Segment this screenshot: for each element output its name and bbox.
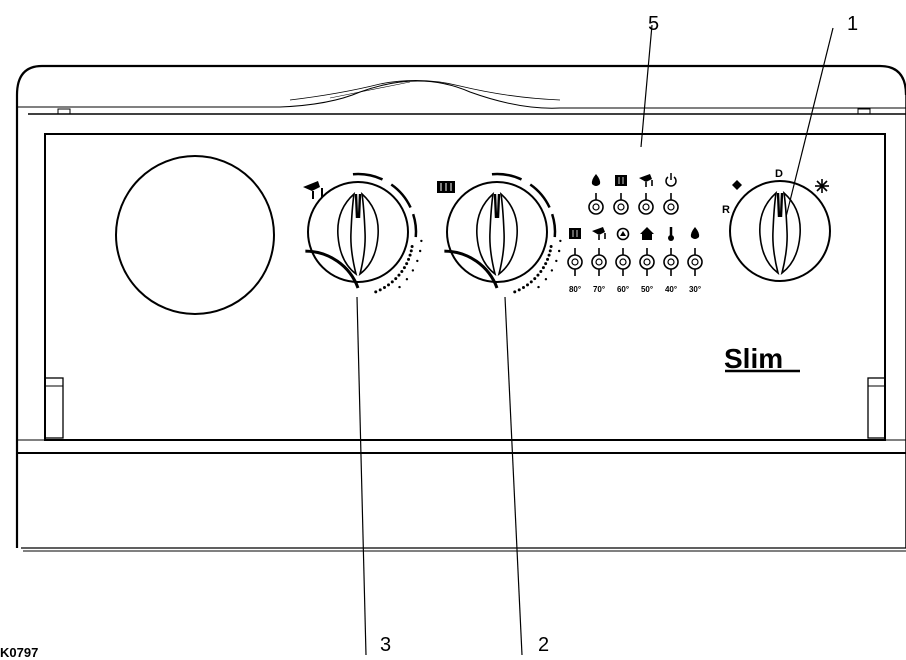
scale-dot (411, 269, 415, 272)
scale-dot (420, 239, 423, 243)
radiator-icon (569, 228, 581, 239)
scale-dot (410, 244, 414, 248)
scale-arc-segment (411, 213, 418, 238)
callout-5: 5 (648, 13, 660, 35)
scale-dot (416, 259, 419, 263)
scale-dot (541, 266, 545, 270)
radiator-icon (437, 181, 455, 193)
house-icon (640, 227, 654, 240)
scale-dot (533, 277, 537, 281)
flame-icon (732, 180, 742, 190)
scale-dot (405, 278, 409, 281)
flame-icon (591, 174, 601, 186)
scale-dot (557, 249, 561, 253)
status-led (613, 193, 629, 215)
dhw-scale-dots (374, 239, 423, 294)
scale-dot (400, 269, 404, 273)
temperature-label: 50° (641, 285, 653, 294)
boiler-casing (15, 64, 906, 552)
dhw-knob-grip (337, 191, 379, 276)
callout-2: 2 (538, 634, 550, 656)
scale-arc-segment (352, 172, 384, 181)
scale-dot (382, 286, 386, 290)
scale-dot (539, 269, 543, 273)
scale-dot (559, 239, 562, 243)
scale-dot (547, 253, 551, 257)
scale-arc-segment (390, 183, 412, 209)
scale-dot (529, 280, 533, 284)
scale-dot (394, 277, 398, 281)
tap-icon (639, 174, 653, 187)
scale-dot (536, 273, 540, 277)
scale-dot (550, 269, 554, 272)
temperature-led (663, 248, 679, 276)
scale-dot (517, 288, 521, 292)
pump-icon (616, 227, 630, 241)
snowflake-icon (815, 179, 829, 193)
flame-icon (690, 227, 700, 239)
scale-dot (549, 244, 553, 248)
temperature-led (639, 248, 655, 276)
scale-dot (378, 288, 382, 292)
scale-dot (513, 290, 517, 294)
temperature-label: 40° (665, 285, 677, 294)
scale-dot (374, 290, 378, 294)
temperature-label: 80° (569, 285, 581, 294)
scale-dot (397, 273, 401, 277)
scale-dot (387, 283, 390, 287)
temperature-label: 60° (617, 285, 629, 294)
scale-dot (398, 285, 401, 289)
mode-label-r: R (722, 204, 730, 216)
scale-dot (407, 257, 411, 261)
temperature-led (687, 248, 703, 276)
temperature-label: 70° (593, 285, 605, 294)
callout-3: 3 (380, 634, 392, 656)
scale-dot (537, 285, 540, 289)
temperature-led (567, 248, 583, 276)
temperature-led-row: 80° 70° 60° 50° 40° 30° (567, 227, 703, 294)
scale-arc-segment (491, 172, 523, 181)
scale-dot (521, 286, 525, 290)
status-led (638, 193, 654, 215)
scale-dot (408, 253, 412, 257)
scale-dot (548, 249, 552, 253)
scale-arc-segment (550, 213, 557, 238)
callout-leaders (356, 24, 834, 656)
status-led (588, 193, 604, 215)
central-heating-knob[interactable] (437, 172, 562, 294)
scale-dot (544, 278, 548, 281)
tap-icon (303, 181, 323, 199)
scale-dot (390, 280, 394, 284)
radiator-icon (615, 175, 627, 186)
scale-dot (555, 259, 558, 263)
mode-selector-knob[interactable]: D R (722, 168, 831, 282)
scale-dot (418, 249, 422, 253)
temperature-led (615, 248, 631, 276)
temperature-label: 30° (689, 285, 701, 294)
figure-code: K0797 (0, 645, 39, 660)
front-panel (17, 133, 906, 454)
scale-dot (409, 249, 413, 253)
scale-dot (405, 262, 409, 266)
scale-dot (526, 283, 529, 287)
thermometer-icon (668, 227, 674, 241)
scale-dot (402, 266, 406, 270)
callout-1: 1 (847, 13, 859, 35)
mode-knob-grip (759, 190, 801, 275)
tap-icon (592, 227, 606, 240)
scale-dot (544, 262, 548, 266)
scale-dot (546, 257, 550, 261)
domestic-hot-water-knob[interactable] (303, 172, 423, 294)
scale-arc-segment (529, 183, 551, 209)
brand-logo: Slim (724, 343, 783, 374)
status-led-row (588, 173, 679, 215)
power-icon (665, 173, 677, 187)
status-led (663, 193, 679, 215)
mode-label-d: D (775, 168, 783, 180)
heating-scale-dots (513, 239, 562, 294)
temperature-led (591, 248, 607, 276)
heating-knob-grip (476, 191, 518, 276)
